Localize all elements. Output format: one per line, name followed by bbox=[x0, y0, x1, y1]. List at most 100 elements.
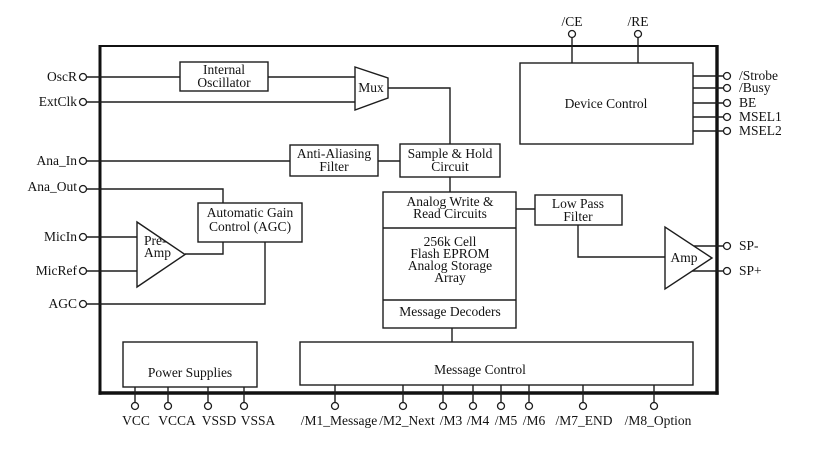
anti-aliasing-filter-label-line2: Filter bbox=[319, 159, 349, 174]
extclk-pin-label: ExtClk bbox=[39, 94, 78, 109]
msel1-pin bbox=[722, 112, 732, 122]
blocks: Internal Oscillator Mux Anti-Aliasing Fi… bbox=[122, 61, 714, 388]
mux-shape bbox=[354, 66, 389, 111]
left-pins: OscR ExtClk Ana_In Ana_Out MicIn MicRef … bbox=[28, 69, 88, 311]
m4-pin bbox=[468, 401, 478, 411]
sample-hold-label-line2: Circuit bbox=[431, 159, 469, 174]
m5-pin-label: /M5 bbox=[495, 413, 518, 428]
m4-pin-label: /M4 bbox=[467, 413, 490, 428]
busy-pin-label: /Busy bbox=[739, 80, 771, 95]
m3-pin-label: /M3 bbox=[440, 413, 463, 428]
ana-in-pin bbox=[78, 156, 88, 166]
internal-oscillator-label-line1: Internal bbox=[203, 62, 245, 77]
storage-array-label-line3: Analog Storage bbox=[408, 258, 492, 273]
m6-pin-label: /M6 bbox=[523, 413, 546, 428]
be-pin-label: BE bbox=[739, 95, 756, 110]
sp-minus-pin bbox=[722, 241, 732, 251]
message-control-box bbox=[299, 341, 694, 386]
vssd-pin-label: VSSD bbox=[202, 413, 237, 428]
low-pass-filter-label-line2: Filter bbox=[563, 209, 593, 224]
micin-pin-label: MicIn bbox=[44, 229, 77, 244]
msel2-pin-label: MSEL2 bbox=[739, 123, 782, 138]
vssa-pin-label: VSSA bbox=[241, 413, 276, 428]
power-supplies-box bbox=[122, 341, 258, 388]
vcc-pin bbox=[130, 401, 140, 411]
storage-stack-box bbox=[382, 191, 517, 329]
pre-amp-label-line1: Pre- bbox=[144, 233, 167, 248]
wire-preamp-to-agc bbox=[185, 242, 224, 255]
analog-write-read-label-line2: Read Circuits bbox=[413, 206, 487, 221]
micref-pin-label: MicRef bbox=[36, 263, 78, 278]
storage-array-label-line4: Array bbox=[434, 270, 466, 285]
micin-pin bbox=[78, 232, 88, 242]
wire-mux-to-sample-hold bbox=[388, 87, 451, 144]
vcc-pin-label: VCC bbox=[122, 413, 150, 428]
agc-label-line2: Control (AGC) bbox=[209, 219, 291, 234]
top-pins: /CE /RE bbox=[561, 14, 649, 39]
msel2-pin bbox=[722, 126, 732, 136]
power-supplies-label: Power Supplies bbox=[148, 365, 232, 380]
m3-pin bbox=[438, 401, 448, 411]
wire-lpf-to-amp bbox=[577, 225, 665, 258]
sp-minus-pin-label: SP- bbox=[739, 238, 759, 253]
wire-agcpin-to-agc bbox=[86, 242, 266, 305]
m2-next-pin-label: /M2_Next bbox=[379, 413, 435, 428]
vssa-pin bbox=[239, 401, 249, 411]
storage-array-label-line1: 256k Cell bbox=[424, 234, 477, 249]
m6-pin bbox=[524, 401, 534, 411]
ana-in-pin-label: Ana_In bbox=[37, 153, 78, 168]
strobe-pin-label: /Strobe bbox=[739, 68, 778, 83]
be-pin bbox=[722, 98, 732, 108]
strobe-pin bbox=[722, 71, 732, 81]
re-pin bbox=[633, 29, 643, 39]
sample-hold-box bbox=[399, 143, 501, 178]
mux-label: Mux bbox=[358, 80, 384, 95]
pre-amp-shape bbox=[136, 220, 187, 289]
m7-end-pin-label: /M7_END bbox=[556, 413, 613, 428]
extclk-pin bbox=[78, 97, 88, 107]
wire-anaout-to-agc bbox=[86, 188, 224, 203]
agc-box bbox=[197, 202, 303, 243]
msel1-pin-label: MSEL1 bbox=[739, 109, 782, 124]
low-pass-filter-label-line1: Low Pass bbox=[552, 196, 604, 211]
device-control-box bbox=[519, 62, 694, 145]
bottom-pins: VCC VCCA VSSD VSSA /M1_Message /M2_Next … bbox=[122, 401, 692, 428]
re-pin-label: /RE bbox=[627, 14, 648, 29]
anti-aliasing-filter-label-line1: Anti-Aliasing bbox=[297, 146, 371, 161]
ana-out-pin-label: Ana_Out bbox=[28, 179, 78, 194]
m8-option-pin-label: /M8_Option bbox=[625, 413, 692, 428]
low-pass-filter-box bbox=[534, 194, 623, 226]
amp-shape bbox=[664, 225, 714, 291]
message-decoders-label: Message Decoders bbox=[399, 304, 501, 319]
micref-pin bbox=[78, 266, 88, 276]
agc-pin-label: AGC bbox=[48, 296, 77, 311]
storage-array-label-line2: Flash EPROM bbox=[410, 246, 489, 261]
m1-message-pin bbox=[330, 401, 340, 411]
ana-out-pin bbox=[78, 184, 88, 194]
anti-aliasing-filter-box bbox=[289, 144, 379, 177]
ce-pin bbox=[567, 29, 577, 39]
vcca-pin-label: VCCA bbox=[158, 413, 196, 428]
m1-message-pin-label: /M1_Message bbox=[301, 413, 378, 428]
amp-label: Amp bbox=[671, 250, 698, 265]
internal-oscillator-box bbox=[179, 61, 269, 92]
sp-plus-pin bbox=[722, 266, 732, 276]
m2-next-pin bbox=[398, 401, 408, 411]
vssd-pin bbox=[203, 401, 213, 411]
internal-oscillator-label-line2: Oscillator bbox=[197, 75, 251, 90]
wires bbox=[86, 37, 724, 403]
vcca-pin bbox=[163, 401, 173, 411]
agc-label-line1: Automatic Gain bbox=[207, 205, 294, 220]
agc-pin bbox=[78, 299, 88, 309]
oscr-pin-label: OscR bbox=[47, 69, 77, 84]
analog-write-read-label-line1: Analog Write & bbox=[407, 194, 494, 209]
sp-plus-pin-label: SP+ bbox=[739, 263, 762, 278]
ce-pin-label: /CE bbox=[561, 14, 582, 29]
message-control-label: Message Control bbox=[434, 362, 526, 377]
m5-pin bbox=[496, 401, 506, 411]
busy-pin bbox=[722, 83, 732, 93]
device-control-label: Device Control bbox=[565, 96, 648, 111]
oscr-pin bbox=[78, 72, 88, 82]
